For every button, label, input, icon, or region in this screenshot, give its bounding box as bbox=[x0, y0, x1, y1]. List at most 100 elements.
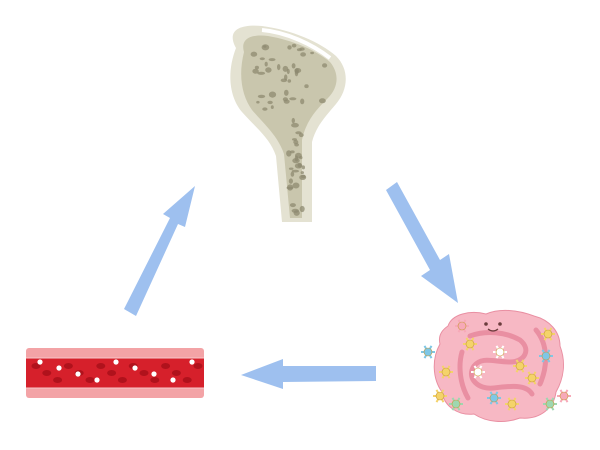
red-blood-cell bbox=[96, 363, 106, 369]
bone-pore bbox=[290, 171, 295, 177]
bone-pore bbox=[254, 65, 259, 70]
bone-pore bbox=[291, 117, 295, 124]
gut-microbe bbox=[557, 389, 571, 403]
bone-pore bbox=[292, 158, 300, 164]
bone-pore bbox=[270, 105, 274, 109]
bone-pore bbox=[319, 98, 326, 104]
gut-microbe bbox=[449, 397, 463, 411]
bone-pore bbox=[301, 165, 305, 170]
red-blood-cell bbox=[150, 377, 160, 383]
bone-pore bbox=[257, 71, 266, 75]
bone-pore bbox=[282, 65, 289, 72]
bone-pore bbox=[293, 210, 300, 216]
bone-pore bbox=[291, 43, 297, 48]
gut-microbe bbox=[487, 391, 501, 405]
bone-pore bbox=[259, 57, 265, 61]
bone-pore bbox=[297, 162, 302, 168]
bone-pore bbox=[301, 174, 306, 179]
white-blood-cell bbox=[113, 359, 119, 365]
bone-pore bbox=[310, 51, 314, 55]
bone-pore bbox=[268, 91, 277, 98]
bone-pore bbox=[267, 100, 273, 105]
red-blood-cell bbox=[107, 370, 117, 376]
red-blood-cell bbox=[139, 370, 149, 376]
bone-pore bbox=[289, 203, 296, 208]
bone-pore bbox=[322, 63, 328, 68]
gut-microbe bbox=[539, 349, 553, 363]
red-blood-cell bbox=[53, 377, 63, 383]
bone-pore bbox=[300, 98, 305, 105]
gut-microbe bbox=[541, 327, 555, 341]
bone-pore bbox=[291, 122, 299, 128]
bone-pore bbox=[299, 156, 303, 160]
bone-pore bbox=[283, 99, 290, 104]
bone-pore bbox=[291, 63, 296, 69]
intestine-with-microbes-icon bbox=[421, 309, 571, 422]
bone-pore bbox=[298, 133, 304, 138]
bone-pore bbox=[287, 184, 294, 191]
bone-pore bbox=[287, 45, 292, 50]
gut-microbe bbox=[433, 389, 447, 403]
red-blood-cell bbox=[117, 377, 127, 383]
white-blood-cell bbox=[132, 365, 138, 371]
gut-microbe bbox=[455, 319, 469, 333]
white-blood-cell bbox=[56, 365, 62, 371]
gut-microbe bbox=[493, 345, 507, 359]
gut-microbe bbox=[463, 337, 477, 351]
white-blood-cell bbox=[151, 371, 157, 377]
bone-pore bbox=[262, 107, 268, 111]
red-blood-cell bbox=[182, 377, 192, 383]
bone-pore bbox=[300, 171, 304, 175]
white-blood-cell bbox=[189, 359, 195, 365]
bone-pore bbox=[294, 143, 299, 147]
bone-pore bbox=[288, 167, 294, 170]
gut-microbe bbox=[543, 397, 557, 411]
bone-pore bbox=[263, 45, 267, 48]
bone-pore bbox=[250, 51, 258, 57]
bone-pore bbox=[257, 94, 266, 99]
bone-pore bbox=[268, 58, 276, 62]
bone-pore bbox=[264, 61, 268, 67]
bone-pore bbox=[296, 48, 302, 52]
bone-pore bbox=[277, 64, 281, 71]
bone-pore bbox=[288, 178, 293, 184]
arrow-blood-to-bone bbox=[124, 186, 195, 316]
white-blood-cell bbox=[75, 371, 81, 377]
gut-microbe bbox=[421, 345, 435, 359]
arrow-gut-to-blood bbox=[241, 359, 376, 389]
white-blood-cell bbox=[170, 377, 176, 383]
bone-pore bbox=[290, 150, 295, 154]
red-blood-cell bbox=[42, 370, 52, 376]
gut-microbe bbox=[505, 397, 519, 411]
bone-pore bbox=[289, 97, 297, 101]
bone-pore bbox=[300, 52, 306, 57]
red-blood-cell bbox=[193, 363, 203, 369]
bone-pore bbox=[265, 67, 272, 73]
gut-microbe bbox=[439, 365, 453, 379]
white-blood-cell bbox=[37, 359, 43, 365]
bone-pore bbox=[299, 205, 305, 213]
red-blood-cell bbox=[85, 377, 95, 383]
bone-pore bbox=[291, 169, 300, 173]
bone-pore bbox=[252, 68, 259, 74]
red-blood-cell bbox=[31, 363, 41, 369]
bone-pore bbox=[292, 138, 297, 141]
bone-pore bbox=[280, 78, 288, 83]
gut-microbe bbox=[513, 359, 527, 373]
red-blood-cell bbox=[63, 363, 73, 369]
femur-bone-cross-section-icon bbox=[230, 25, 346, 222]
white-blood-cell bbox=[94, 377, 100, 383]
bone-pore bbox=[256, 100, 260, 104]
gut-microbe bbox=[471, 365, 485, 379]
bone-pore bbox=[284, 89, 289, 96]
red-blood-cell bbox=[161, 363, 171, 369]
bone-pore bbox=[287, 79, 292, 83]
bone-pore bbox=[292, 182, 300, 189]
gut-microbe bbox=[525, 371, 539, 385]
blood-vessel-with-cells-icon bbox=[26, 348, 204, 398]
bone-pore bbox=[294, 69, 299, 77]
bone-pore bbox=[304, 84, 309, 89]
red-blood-cell bbox=[171, 370, 181, 376]
arrow-bone-to-gut bbox=[386, 182, 458, 303]
